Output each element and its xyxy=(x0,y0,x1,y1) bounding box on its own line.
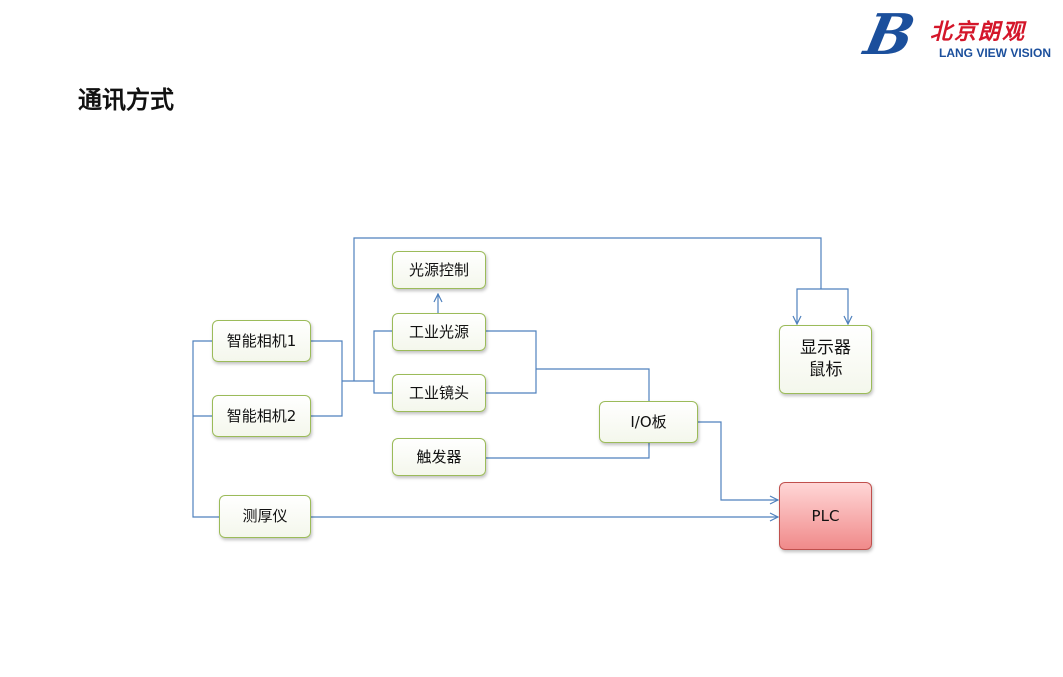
node-industrial-light: 工业光源 xyxy=(392,313,486,351)
connector-bracket-io xyxy=(536,368,650,401)
logo-chinese-name: 北京朗观 xyxy=(930,19,1027,45)
connector-left-bus xyxy=(192,340,219,518)
node-trigger: 触发器 xyxy=(392,438,486,476)
connector-light-lens-io xyxy=(486,330,537,394)
node-industrial-lens: 工业镜头 xyxy=(392,374,486,412)
connector-hub-display xyxy=(353,237,822,381)
connector-display-right xyxy=(821,288,848,324)
page-title: 通讯方式 xyxy=(78,85,174,114)
connector-io-plc xyxy=(698,421,778,500)
connector-hub-light-lens xyxy=(373,330,392,394)
node-thickness-gauge: 测厚仪 xyxy=(219,495,311,538)
logo-english-name: LANG VIEW VISION xyxy=(939,46,1052,60)
connector-display-left xyxy=(797,288,821,324)
brand-logo: B 北京朗观 LANG VIEW VISION xyxy=(859,2,1058,68)
node-io-board: I/O板 xyxy=(599,401,698,443)
connector-trigger-io xyxy=(486,443,650,459)
node-light-control: 光源控制 xyxy=(392,251,486,289)
node-smart-camera-2: 智能相机2 xyxy=(212,395,311,437)
node-plc: PLC xyxy=(779,482,872,550)
connector-cameras-hub xyxy=(311,340,343,417)
node-display-mouse: 显示器 鼠标 xyxy=(779,325,872,394)
node-smart-camera-1: 智能相机1 xyxy=(212,320,311,362)
